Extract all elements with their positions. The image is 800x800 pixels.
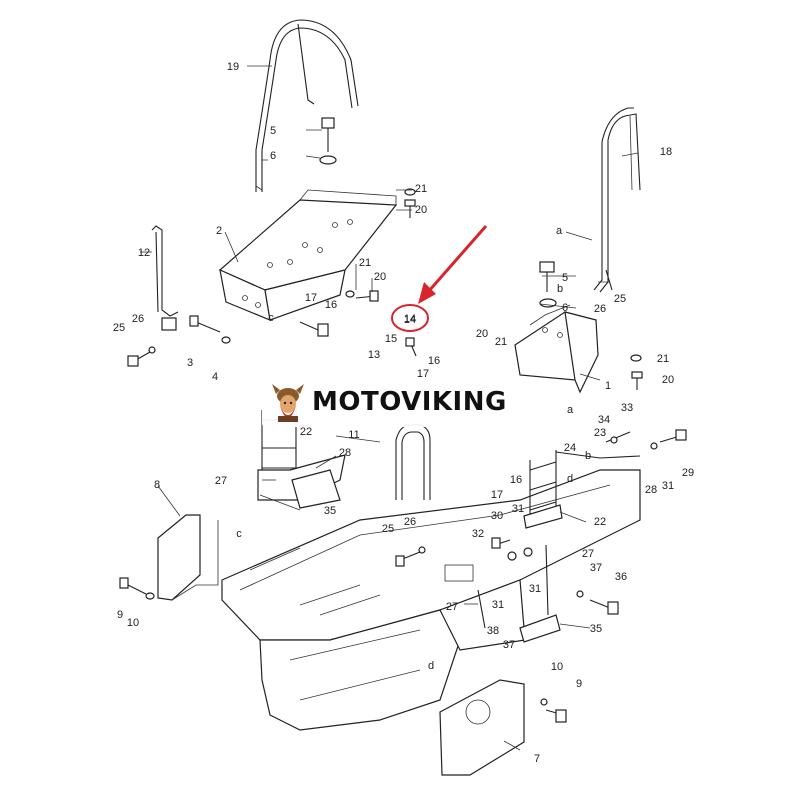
callout-label: a bbox=[556, 225, 563, 237]
callout-label: 20 bbox=[476, 328, 488, 340]
callout-label: 17 bbox=[491, 489, 503, 501]
callout-label: 27 bbox=[582, 548, 594, 560]
viking-logo-icon bbox=[272, 384, 304, 422]
cover-7 bbox=[439, 679, 525, 776]
callout-label: 15 bbox=[385, 333, 397, 345]
step-11 bbox=[395, 424, 431, 500]
callout-label: 32 bbox=[472, 528, 484, 540]
callout-label: 24 bbox=[564, 442, 576, 454]
callout-label: 20 bbox=[415, 204, 427, 216]
bracket-2 bbox=[218, 189, 398, 321]
callout-label: 9 bbox=[576, 678, 582, 690]
callout-label: 21 bbox=[657, 353, 669, 365]
callout-label: 31 bbox=[529, 583, 541, 595]
callout-label: 22 bbox=[300, 426, 312, 438]
callout-label: 20 bbox=[374, 271, 386, 283]
callout-label: 11 bbox=[348, 429, 359, 441]
callout-label: 21 bbox=[415, 183, 427, 195]
callout-label: 36 bbox=[615, 571, 627, 583]
callout-label: 10 bbox=[551, 661, 563, 673]
callout-label: a bbox=[567, 404, 574, 416]
callout-label: 33 bbox=[621, 402, 633, 414]
callout-label: 5 bbox=[270, 125, 276, 137]
callout-label: d bbox=[428, 660, 434, 672]
callout-label: 13 bbox=[368, 349, 380, 361]
callout-label: 31 bbox=[492, 599, 504, 611]
callout-label: 27 bbox=[446, 601, 458, 613]
leader-lines bbox=[140, 65, 639, 751]
watermark-text: MOTOVIKING bbox=[312, 387, 507, 417]
callout-label: 10 bbox=[127, 617, 139, 629]
callout-label: 21 bbox=[359, 257, 371, 269]
main-frame bbox=[221, 469, 641, 731]
callout-label: 1 bbox=[605, 380, 611, 392]
callout-label: 17 bbox=[305, 292, 317, 304]
callout-label: 25 bbox=[614, 293, 626, 305]
callout-label: 5 bbox=[562, 272, 568, 284]
callout-label: 16 bbox=[428, 355, 440, 367]
callout-label: 23 bbox=[594, 427, 606, 439]
callout-label: 22 bbox=[594, 516, 606, 528]
callout-label: d bbox=[567, 473, 573, 485]
fasteners bbox=[119, 117, 687, 723]
watermark-banner: MOTOVIKING bbox=[262, 377, 534, 427]
callout-label: 2 bbox=[216, 225, 222, 237]
bracket-35 bbox=[477, 544, 561, 643]
callout-label: 29 bbox=[682, 467, 694, 479]
callout-label: 35 bbox=[324, 505, 336, 517]
callout-label: 37 bbox=[590, 562, 602, 574]
callout-label: 30 bbox=[491, 510, 503, 522]
callout-label: 34 bbox=[598, 414, 610, 426]
callout-label: b bbox=[585, 450, 591, 462]
callout-label: 25 bbox=[113, 322, 125, 334]
callout-label: 12 bbox=[138, 247, 150, 259]
callout-label: c bbox=[268, 312, 274, 324]
highlight-arrow bbox=[391, 225, 488, 332]
callout-label: 9 bbox=[117, 609, 123, 621]
callout-label: 8 bbox=[154, 479, 160, 491]
highlighted-callout-label: 14 bbox=[404, 313, 416, 325]
callout-label: 31 bbox=[512, 503, 524, 515]
bracket-1 bbox=[514, 304, 599, 394]
callout-label: 27 bbox=[215, 475, 227, 487]
callout-label: 31 bbox=[662, 480, 674, 492]
callout-label: 14 bbox=[404, 314, 416, 326]
callout-label: 35 bbox=[590, 623, 602, 635]
handrail-12 bbox=[151, 225, 179, 331]
bracket-8 bbox=[157, 514, 219, 601]
callout-label: 3 bbox=[187, 357, 193, 369]
callout-label: 28 bbox=[645, 484, 657, 496]
callout-label: 21 bbox=[495, 336, 507, 348]
callout-label: 28 bbox=[339, 447, 351, 459]
handrail-18 bbox=[593, 107, 641, 293]
callout-label: 6 bbox=[270, 150, 276, 162]
callout-label: b bbox=[557, 283, 563, 295]
callout-label: 38 bbox=[487, 625, 499, 637]
callout-label: 25 bbox=[382, 523, 394, 535]
callout-label: 20 bbox=[662, 374, 674, 386]
callout-label: 7 bbox=[534, 753, 540, 765]
callout-label: 37 bbox=[503, 639, 515, 651]
handrail-19 bbox=[255, 19, 359, 192]
callout-label: c bbox=[236, 528, 242, 540]
callout-label: 6 bbox=[562, 302, 568, 314]
callout-label: 18 bbox=[660, 146, 672, 158]
callout-label: 16 bbox=[510, 474, 522, 486]
callout-label: 4 bbox=[212, 371, 218, 383]
ladder-right bbox=[523, 450, 641, 529]
callout-label: 26 bbox=[404, 516, 416, 528]
callout-label: 26 bbox=[594, 303, 606, 315]
callout-label: 26 bbox=[132, 313, 144, 325]
callout-label: 16 bbox=[325, 299, 337, 311]
callout-label: 19 bbox=[227, 61, 239, 73]
